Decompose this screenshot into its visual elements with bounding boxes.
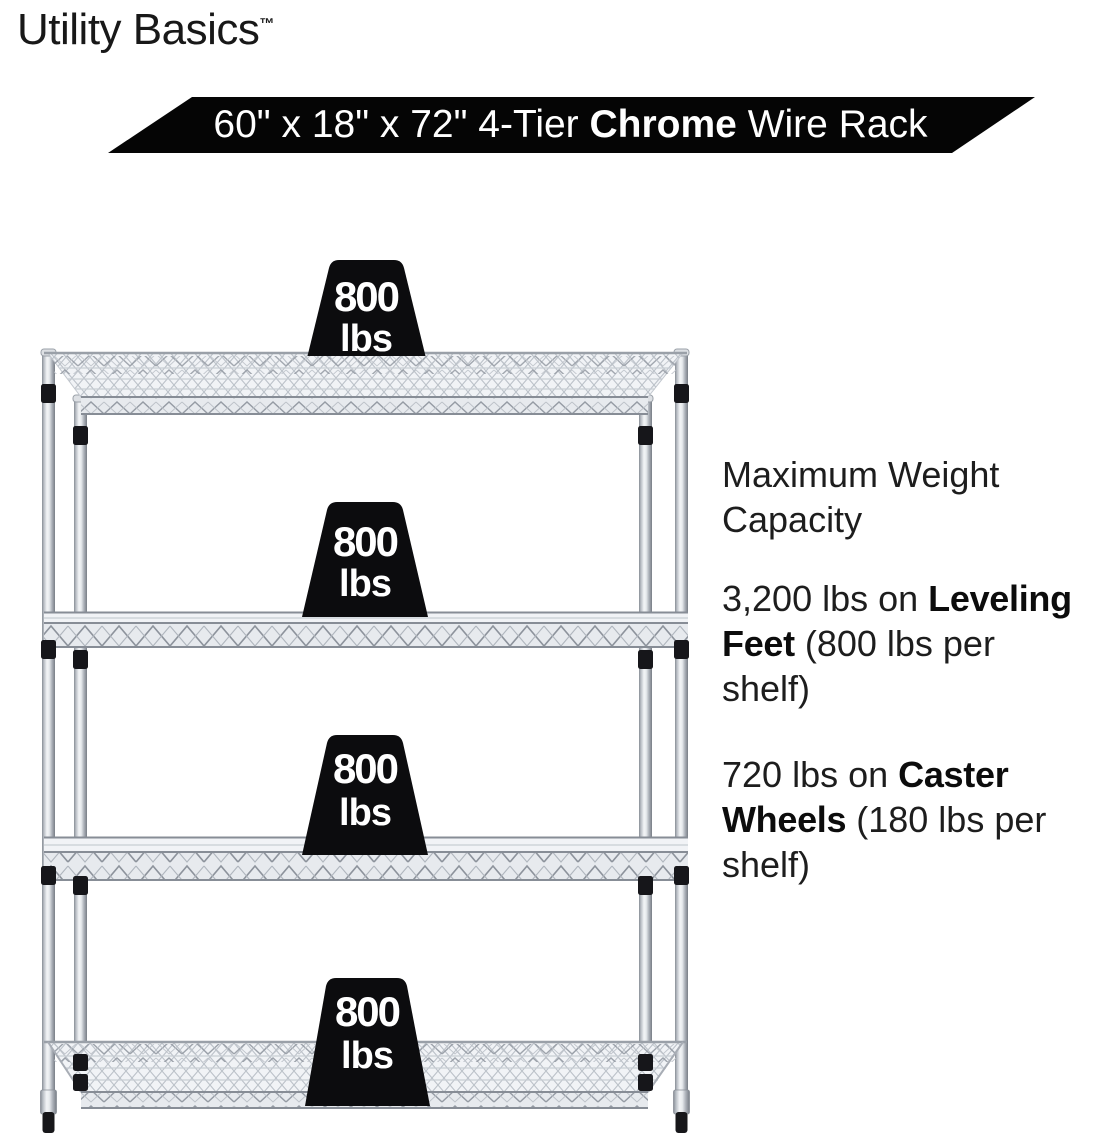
caster-suffix: (180 lbs per shelf)	[722, 799, 1047, 885]
trademark-symbol: ™	[259, 15, 275, 33]
foot-sleeve	[40, 1089, 57, 1115]
weight-unit: lbs	[339, 792, 391, 834]
collar	[674, 640, 689, 659]
weight-badge-1: 800 lbs	[307, 260, 426, 360]
foot-tip	[675, 1112, 688, 1133]
rack-posts	[40, 348, 690, 1094]
weight-value: 800	[333, 745, 398, 792]
caster-prefix: 720 lbs on	[722, 754, 899, 795]
collar	[638, 426, 653, 445]
shelf-surface	[44, 838, 688, 852]
shelf-front-band	[81, 1092, 648, 1108]
shelf-front-rails	[44, 836, 688, 881]
weight-unit: lbs	[339, 563, 391, 605]
shelf-back-truss	[54, 356, 676, 374]
collar	[638, 1074, 653, 1091]
post-back-right	[675, 352, 688, 1094]
shelf-wire	[60, 367, 671, 390]
shelf-back-truss	[54, 1044, 676, 1062]
post-front-right	[639, 398, 652, 1064]
weight-shape	[305, 978, 430, 1106]
post-cap	[673, 348, 690, 357]
banner-title-prefix: 60" x 18" x 72" 4-Tier	[213, 103, 590, 146]
post-cap	[637, 394, 654, 403]
collar	[638, 876, 653, 895]
weight-badge-4: 800 lbs	[305, 978, 430, 1106]
weight-badge-3: 800 lbs	[302, 735, 428, 855]
shelf-front-band	[81, 397, 648, 414]
collar	[73, 650, 88, 669]
title-banner: 60" x 18" x 72" 4-Tier Chrome Wire Rack	[108, 97, 1035, 153]
shelf-1	[44, 351, 687, 415]
wire-rack-illustration: 800 lbs 800 lbs 800 lbs 800 lbs	[40, 260, 690, 1133]
collar	[41, 384, 56, 403]
weight-unit: lbs	[341, 1035, 393, 1077]
shelf-wire	[58, 1055, 673, 1081]
post-cap	[40, 348, 57, 357]
caster-bold: Caster Wheels	[722, 754, 1009, 840]
shelf-front-rails	[44, 611, 688, 648]
shelf-front-band	[44, 852, 688, 880]
weight-shape	[302, 735, 428, 855]
collar	[638, 1054, 653, 1071]
post-front-left	[74, 398, 87, 1064]
collar	[73, 1054, 88, 1071]
brand-name: Utility Basics	[17, 5, 260, 54]
shelf-mesh	[48, 353, 683, 397]
leveling-prefix: 3,200 lbs on	[722, 578, 929, 619]
leveling-feet	[40, 1089, 690, 1133]
shelf-front-rails	[81, 396, 648, 415]
shelf-front-truss	[81, 1092, 648, 1108]
collar	[41, 640, 56, 659]
shelf-3	[44, 836, 688, 881]
shelf-side-rails	[47, 1041, 684, 1093]
leveling-suffix: (800 lbs per shelf)	[722, 623, 995, 709]
weight-shape	[302, 502, 428, 617]
capacity-leveling-feet: 3,200 lbs on Leveling Feet (800 lbs per …	[722, 576, 1120, 711]
foot-tip	[42, 1112, 55, 1133]
shelf-surface	[47, 1041, 684, 1093]
weight-value: 800	[333, 518, 398, 565]
shelf-front-truss	[81, 397, 648, 414]
shelf-collars	[41, 384, 689, 1091]
collar	[638, 650, 653, 669]
weight-badge-2: 800 lbs	[302, 502, 428, 617]
collar	[41, 866, 56, 885]
brand-logo: Utility Basics™	[17, 5, 274, 55]
shelf-front-truss	[44, 623, 688, 647]
info-panel: Maximum Weight Capacity 3,200 lbs on Lev…	[722, 452, 1120, 887]
shelf-front-truss	[44, 852, 688, 880]
collar	[73, 426, 88, 445]
post-cap	[72, 394, 89, 403]
banner-title-suffix: Wire Rack	[736, 103, 928, 146]
collar	[73, 1074, 88, 1091]
weight-value: 800	[335, 988, 400, 1035]
shelf-mesh	[48, 1042, 683, 1092]
weight-unit: lbs	[340, 318, 392, 360]
shelf-front-band	[44, 623, 688, 647]
weight-value: 800	[334, 273, 399, 320]
collar	[73, 876, 88, 895]
shelf-surface	[47, 352, 685, 398]
collar	[674, 866, 689, 885]
banner-title-finish: Chrome	[589, 103, 737, 146]
shelf-front-rails	[81, 1091, 648, 1109]
capacity-caster-wheels: 720 lbs on Caster Wheels (180 lbs per sh…	[722, 752, 1120, 887]
shelf-2	[44, 611, 688, 648]
post-back-left	[42, 352, 55, 1094]
info-heading: Maximum Weight Capacity	[722, 454, 1000, 540]
shelf-4	[44, 1040, 687, 1109]
weight-shape	[307, 260, 426, 356]
foot-sleeve	[673, 1089, 690, 1115]
shelf-surface	[44, 613, 688, 623]
leveling-bold: Leveling Feet	[722, 578, 1072, 664]
collar	[674, 384, 689, 403]
